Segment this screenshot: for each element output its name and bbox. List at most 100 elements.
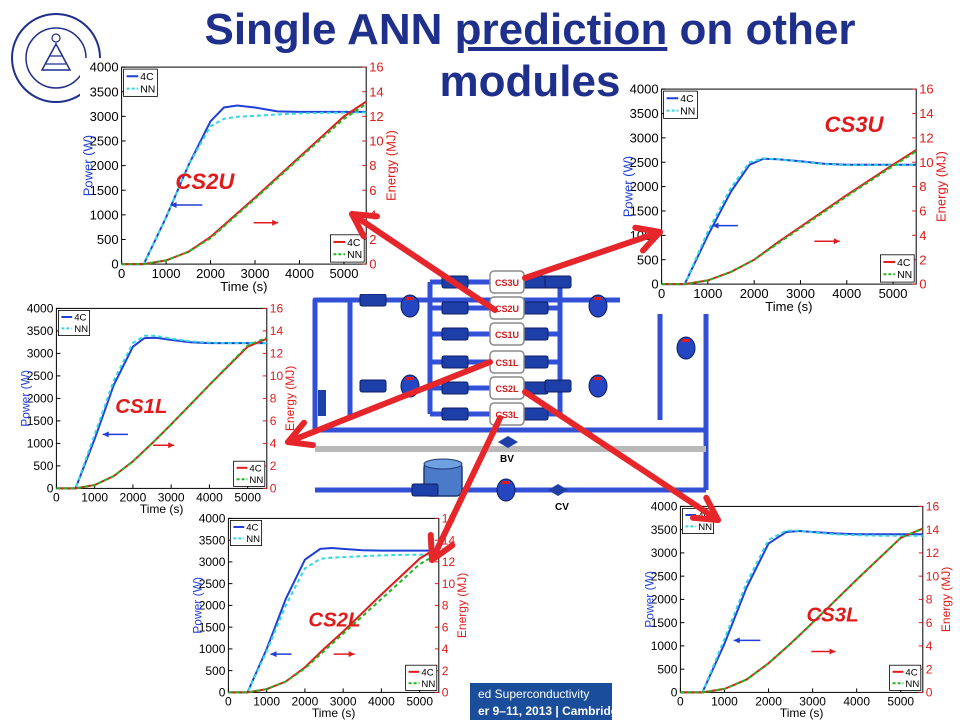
y-right-tick-label: 10: [919, 155, 933, 170]
legend-label: NN: [246, 534, 260, 545]
series-left-nn: [228, 553, 439, 694]
heat-exchanger: [521, 275, 549, 289]
x-tick-label: 4000: [843, 694, 870, 708]
y-axis-label: Power (W): [642, 571, 656, 628]
series-right-nn: [680, 527, 924, 694]
y-tick-label: 3000: [199, 555, 226, 569]
y-right-tick-label: 8: [442, 599, 449, 613]
y-tick-label: 4000: [651, 500, 678, 514]
series-left-nn: [680, 529, 923, 694]
y-tick-label: 3000: [651, 546, 678, 560]
y-right-tick-label: 2: [442, 664, 449, 678]
legend-label: 4C: [421, 667, 433, 678]
legend-label: 4C: [897, 258, 911, 269]
y-right-tick-label: 10: [926, 569, 940, 583]
heat-exchanger: [544, 379, 572, 393]
y-right-tick-label: 12: [270, 347, 284, 361]
x-tick-label: 1000: [152, 266, 181, 281]
y-right-tick-label: 8: [270, 392, 277, 406]
y-tick-label: 4000: [199, 512, 226, 526]
legend-label: NN: [421, 679, 435, 690]
x-tick-label: 4000: [832, 286, 861, 301]
x-tick-label: 1000: [253, 694, 280, 708]
y-tick-label: 1500: [27, 414, 54, 428]
bypass-valve-icon: [498, 436, 518, 448]
pump-marker: [682, 339, 690, 342]
legend-label: 4C: [347, 238, 361, 249]
series-right-4c: [661, 149, 917, 286]
y-tick-label: 2500: [199, 577, 226, 591]
pump-marker: [502, 481, 510, 484]
pump: [588, 294, 608, 318]
y-tick-label: 1000: [27, 437, 54, 451]
y-tick-label: 1000: [651, 639, 678, 653]
y-tick-label: 3000: [27, 347, 54, 361]
y-right-tick-label: 0: [369, 257, 376, 272]
y-tick-label: 4000: [27, 302, 54, 316]
x-tick-label: 3000: [786, 286, 815, 301]
banner-line1: ed Superconductivity: [478, 687, 590, 701]
pump-marker: [406, 377, 414, 380]
y-right-tick-label: 10: [270, 369, 284, 383]
x-tick-label: 2000: [755, 694, 782, 708]
legend-label: 4C: [905, 667, 917, 678]
y-tick-label: 2500: [651, 569, 678, 583]
x-tick-label: 2000: [120, 490, 147, 504]
y-right-axis-label: Energy (MJ): [939, 567, 953, 632]
module-label: CS3U: [495, 278, 519, 288]
legend-label: 4C: [249, 463, 261, 474]
x-tick-label: 5000: [234, 490, 261, 504]
heat-exchanger: [521, 381, 549, 395]
y-right-tick-label: 4: [369, 207, 376, 222]
legend-label: 4C: [680, 94, 694, 105]
y-tick-label: 0: [47, 482, 54, 496]
module-canister: CS3U: [489, 270, 525, 294]
x-tick-label: 1000: [711, 694, 738, 708]
y-right-tick-label: 10: [369, 134, 383, 149]
legend-label: NN: [680, 107, 695, 118]
module-label: CS2L: [495, 384, 519, 394]
y-tick-label: 1500: [630, 204, 659, 219]
y-tick-label: 2000: [27, 392, 54, 406]
y-right-tick-label: 2: [369, 232, 376, 247]
title-part1: Single ANN: [204, 5, 455, 54]
y-right-tick-label: 0: [919, 277, 926, 292]
heat-exchanger: [521, 355, 549, 369]
legend-label: 4C: [698, 511, 710, 522]
slide-title: Single ANN prediction on other modules: [150, 4, 910, 108]
legend-power: 4C NN: [663, 90, 698, 119]
y-tick-label: 0: [219, 686, 226, 700]
tank-top: [423, 458, 463, 470]
series-right-4c: [121, 100, 367, 266]
y-tick-label: 2000: [651, 593, 678, 607]
y-right-tick-label: 4: [926, 639, 933, 653]
x-tick-label: 0: [118, 266, 125, 281]
y-right-tick-label: 14: [442, 533, 456, 547]
y-right-tick-label: 12: [369, 109, 383, 124]
heat-exchanger: [521, 407, 549, 421]
legend-label: NN: [698, 522, 712, 533]
y-right-tick-label: 12: [926, 546, 940, 560]
series-right-nn: [228, 552, 440, 694]
module-label: CS2U: [495, 304, 519, 314]
y-tick-label: 4000: [90, 60, 119, 75]
energy-axis-arrowhead: [272, 219, 279, 226]
title-underlined: prediction: [454, 5, 668, 54]
power-axis-arrowhead: [712, 222, 719, 229]
x-tick-label: 2000: [196, 266, 225, 281]
legend-label: NN: [140, 85, 155, 96]
x-tick-label: 3000: [241, 266, 270, 281]
x-axis-label: Time (s): [220, 279, 267, 294]
y-tick-label: 1500: [199, 620, 226, 634]
energy-axis-arrowhead: [833, 238, 840, 245]
y-tick-label: 500: [97, 232, 119, 247]
x-tick-label: 2000: [292, 694, 319, 708]
y-tick-label: 3500: [651, 523, 678, 537]
module-annotation: CS2U: [175, 169, 235, 194]
y-tick-label: 500: [33, 459, 53, 473]
valve-label: CV: [555, 502, 569, 513]
module-annotation: CS1L: [115, 396, 167, 418]
heat-exchanger: [544, 275, 572, 289]
